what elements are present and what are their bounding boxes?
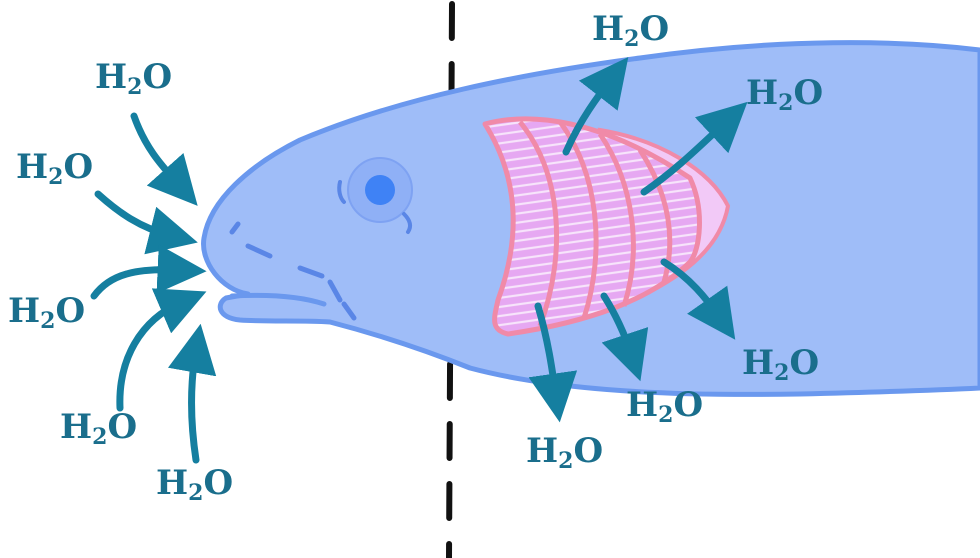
h2o-label: H2O	[742, 346, 819, 384]
water-arrow	[134, 116, 180, 186]
water-arrow	[120, 302, 182, 408]
h2o-label: H2O	[526, 434, 603, 472]
h2o-label: H2O	[8, 294, 85, 332]
h2o-label: H2O	[16, 150, 93, 188]
h2o-label: H2O	[746, 76, 823, 114]
eye-pupil	[365, 175, 395, 205]
water-arrow	[98, 194, 172, 236]
h2o-label: H2O	[626, 388, 703, 426]
h2o-label: H2O	[592, 12, 669, 50]
h2o-label: H2O	[156, 466, 233, 504]
h2o-label: H2O	[95, 60, 172, 98]
h2o-label: H2O	[60, 410, 137, 448]
water-arrow	[192, 350, 197, 460]
water-arrow	[94, 270, 180, 296]
